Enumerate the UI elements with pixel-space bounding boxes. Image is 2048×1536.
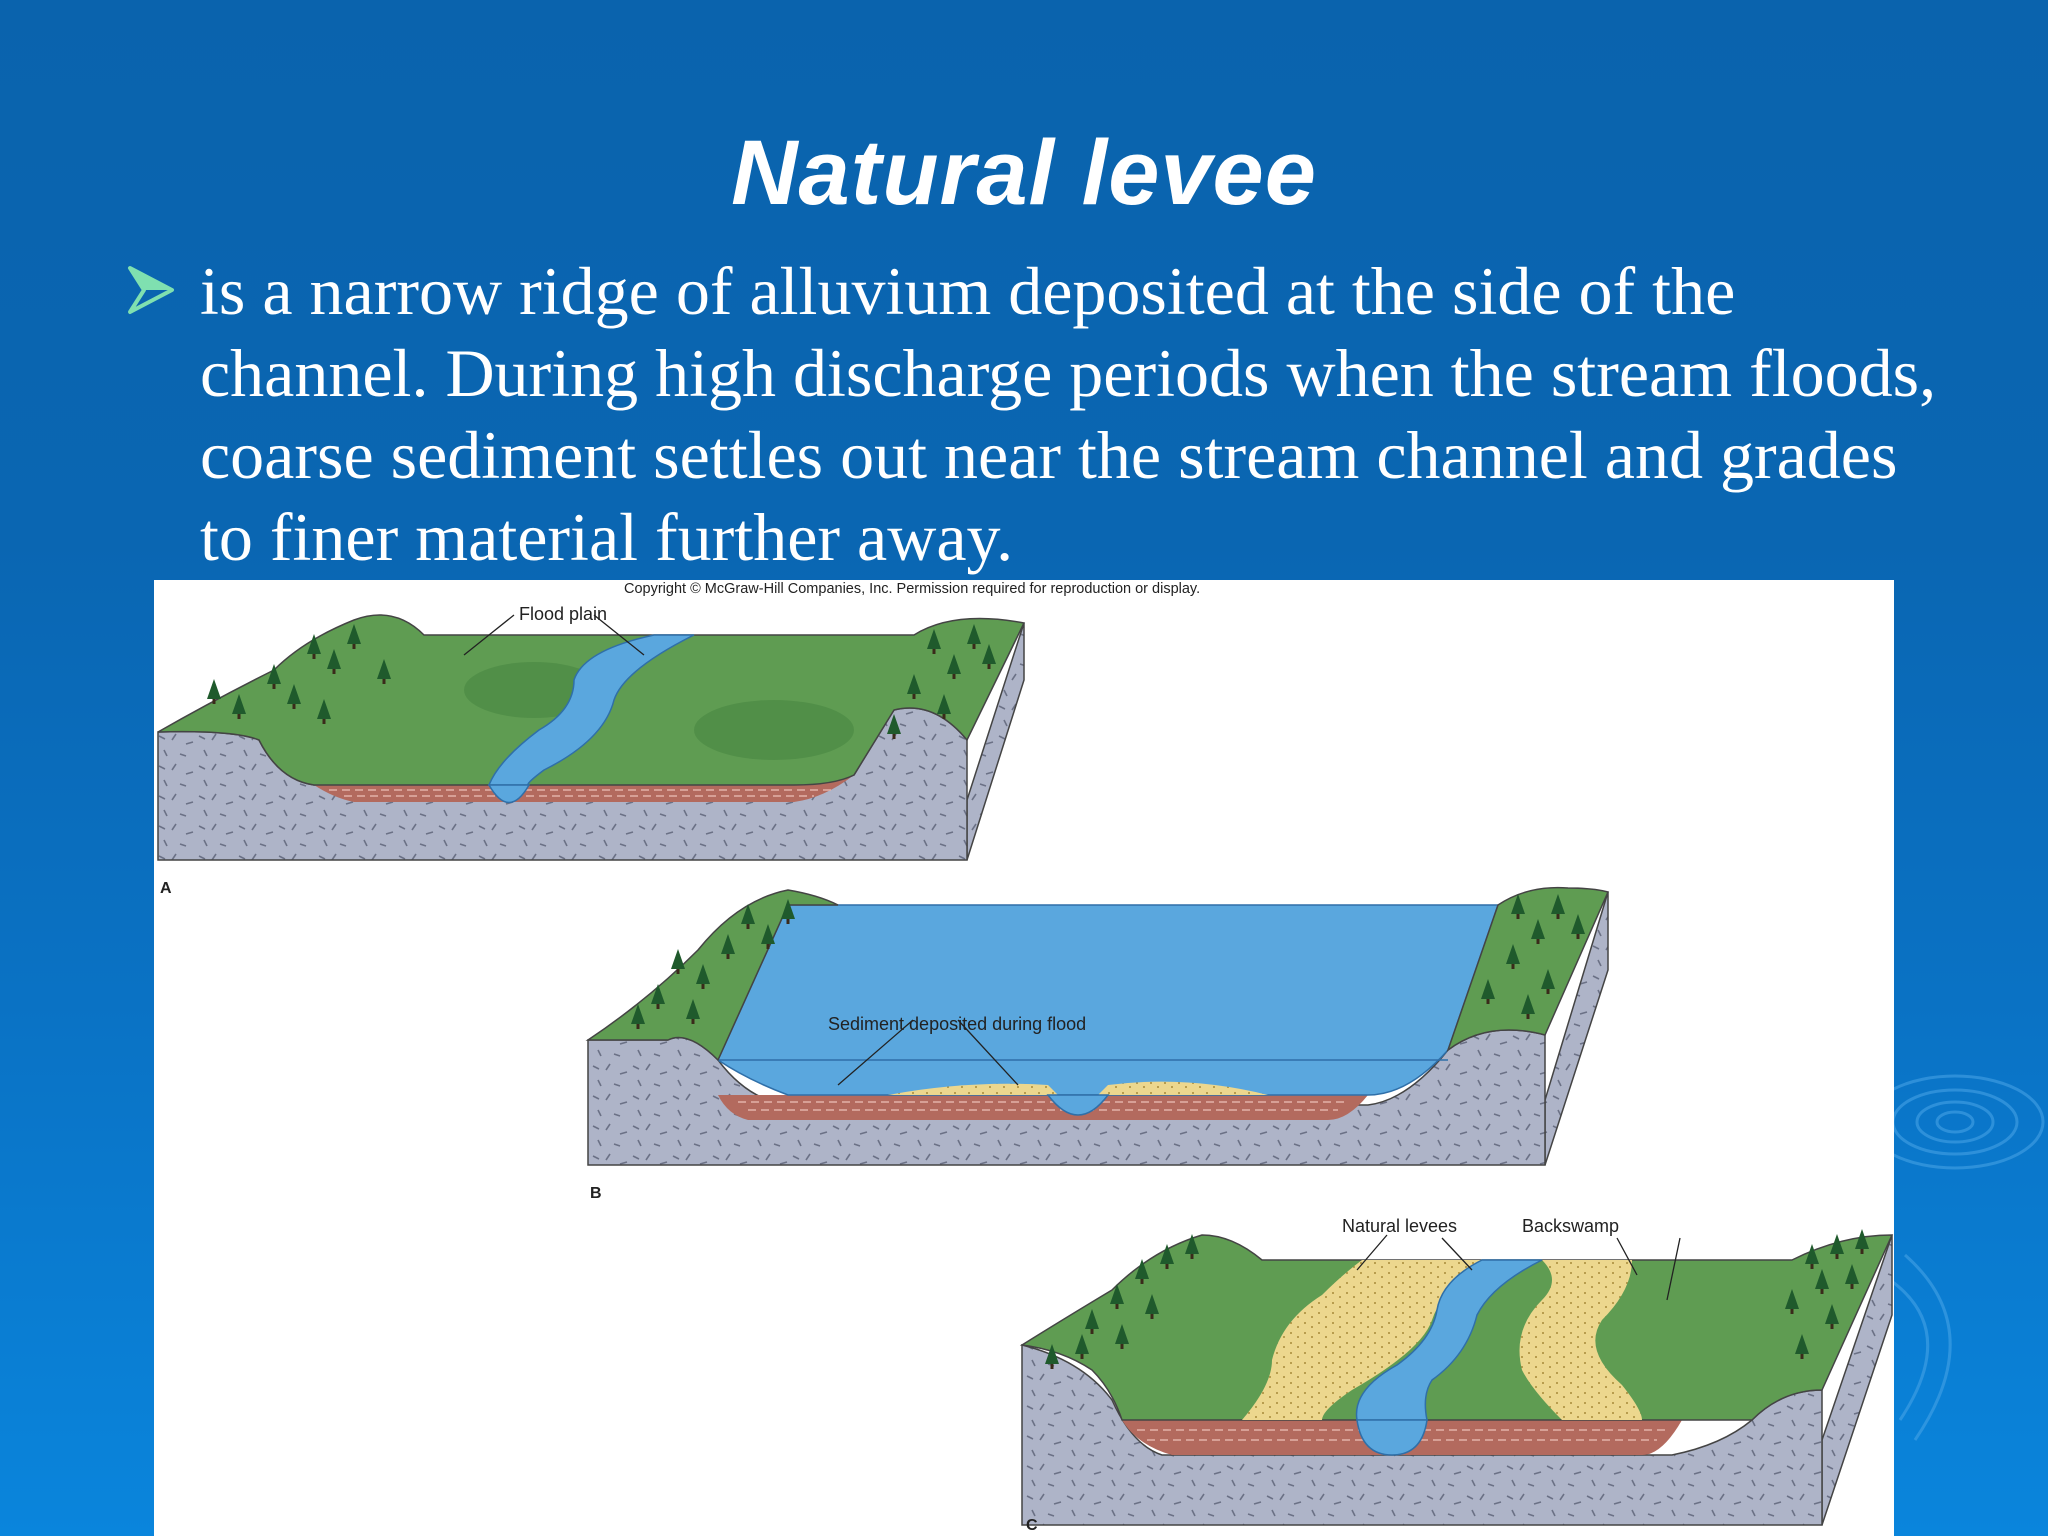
panel-a-letter: A bbox=[160, 880, 172, 897]
panel-c-diagram: Natural levees Backswamp C bbox=[1019, 1216, 1894, 1534]
panel-b-letter: B bbox=[590, 1185, 602, 1202]
copyright-notice: Copyright © McGraw-Hill Companies, Inc. … bbox=[624, 581, 1200, 597]
flood-plain-label: Flood plain bbox=[519, 604, 607, 624]
natural-levees-label: Natural levees bbox=[1342, 1216, 1457, 1236]
slide-title: Natural levee bbox=[731, 122, 1317, 224]
arrow-bullet-icon bbox=[128, 266, 174, 314]
sediment-deposited-label: Sediment deposited during flood bbox=[828, 1014, 1086, 1034]
levee-diagram-figure: Copyright © McGraw-Hill Companies, Inc. … bbox=[154, 580, 1894, 1536]
backswamp-label: Backswamp bbox=[1522, 1216, 1619, 1236]
panel-a-diagram: Flood plain A bbox=[157, 604, 1026, 897]
panel-b-diagram: Sediment deposited during flood B bbox=[585, 886, 1610, 1202]
panel-c-letter: C bbox=[1026, 1517, 1038, 1534]
bullet-text: is a narrow ridge of alluvium deposited … bbox=[200, 253, 1937, 575]
